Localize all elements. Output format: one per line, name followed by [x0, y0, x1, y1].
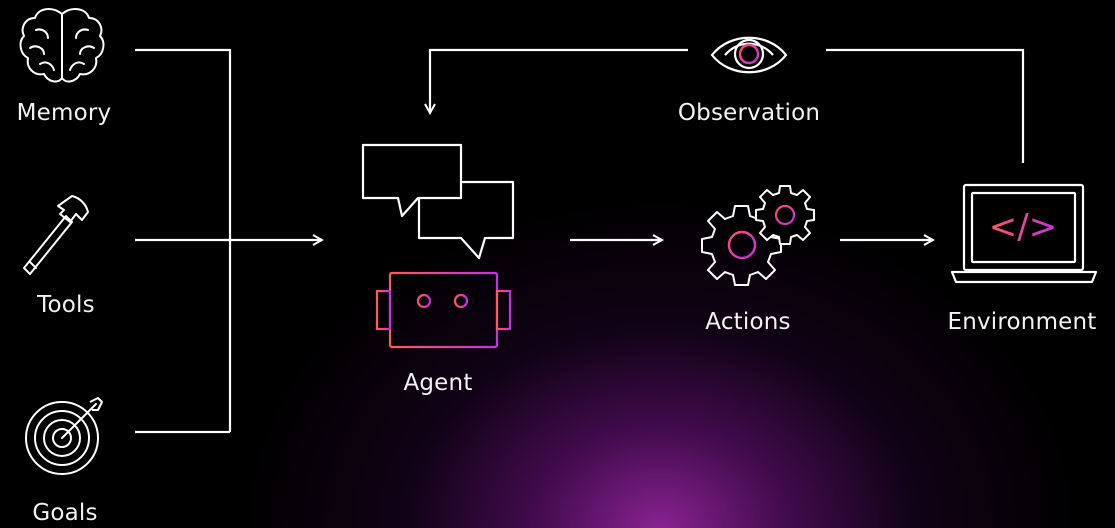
- chat-bubbles-icon: [361, 143, 515, 260]
- memory-connector: [135, 48, 232, 432]
- environment-to-eye-line: [826, 48, 1025, 163]
- code-glyph: </>: [989, 207, 1057, 247]
- actions-label: Actions: [705, 309, 791, 335]
- brain-icon: [19, 8, 105, 83]
- eye-to-agent-arrow: [430, 48, 688, 113]
- robot-icon: [375, 271, 512, 349]
- agent-label: Agent: [403, 370, 473, 396]
- memory-label: Memory: [16, 100, 112, 126]
- hammer-icon: [23, 195, 89, 275]
- gears-icon: [701, 185, 815, 286]
- goals-label: Goals: [32, 500, 98, 526]
- laptop-code-icon: [950, 183, 1098, 284]
- tools-label: Tools: [37, 292, 95, 318]
- observation-label: Observation: [677, 100, 821, 126]
- connector-lines: [135, 48, 1025, 434]
- environment-label: Environment: [947, 309, 1097, 335]
- eye-icon: [710, 36, 788, 74]
- target-icon: [25, 397, 103, 475]
